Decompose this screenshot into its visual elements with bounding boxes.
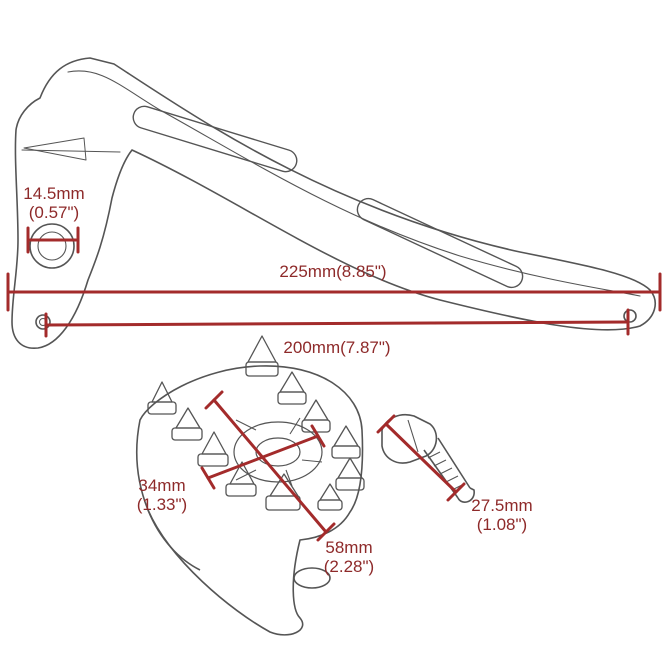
peg-width-mm: 34mm (138, 476, 186, 495)
center-distance-label: 200mm(7.87") (252, 338, 422, 357)
brake-lever-arm (11, 57, 656, 349)
overall-length-text: 225mm(8.85") (279, 262, 387, 281)
peg-length-label: 58mm (2.28") (306, 538, 392, 576)
bolt-length-in: (1.08") (476, 515, 528, 534)
center-distance-text: 200mm(7.87") (283, 338, 391, 357)
overall-length-label: 225mm(8.85") (248, 262, 418, 281)
hole-diameter-in: (0.57") (28, 203, 80, 222)
overall-length-dimension-line (6, 272, 662, 312)
hole-diameter-label: 14.5mm (0.57") (10, 184, 98, 222)
bolt-length-mm: 27.5mm (471, 496, 533, 515)
hole-diameter-mm: 14.5mm (23, 184, 85, 203)
peg-width-in: (1.33") (136, 495, 188, 514)
dimension-lines (6, 226, 662, 542)
peg-length-in: (2.28") (323, 557, 375, 576)
foot-peg (135, 335, 365, 636)
peg-width-label: 34mm (1.33") (122, 476, 202, 514)
hole-dimension-line (26, 226, 80, 254)
center-distance-dimension-line (44, 308, 630, 338)
bolt-length-dimension-line (376, 414, 466, 502)
bolt-length-label: 27.5mm (1.08") (454, 496, 550, 534)
peg-length-dimension-line (204, 390, 336, 542)
peg-length-mm: 58mm (325, 538, 373, 557)
